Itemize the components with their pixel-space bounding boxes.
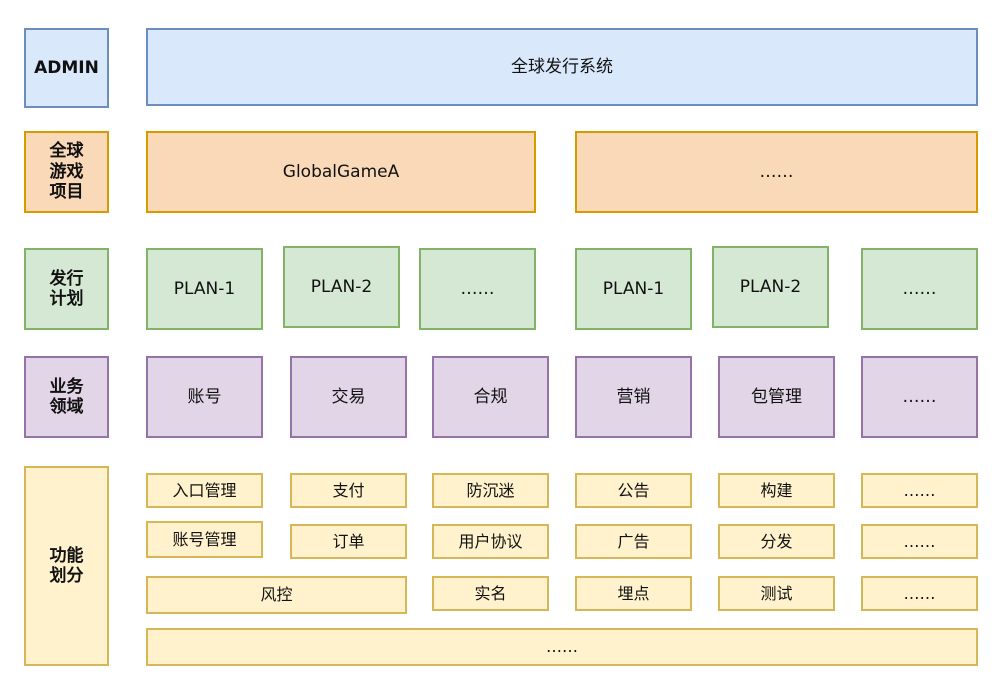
- function-box: 防沉迷: [432, 473, 549, 508]
- publishing-plans-layer-label: 发行 计划: [24, 248, 109, 330]
- plan-box: PLAN-2: [283, 246, 400, 328]
- function-box: ……: [861, 576, 978, 611]
- function-box: 订单: [290, 524, 407, 559]
- project-box-globalgamea: GlobalGameA: [146, 131, 536, 213]
- function-box-more-wide: ……: [146, 628, 978, 666]
- function-box: 分发: [718, 524, 835, 559]
- plan-box: PLAN-1: [146, 248, 263, 330]
- function-box: 用户协议: [432, 524, 549, 559]
- global-publishing-system-box: 全球发行系统: [146, 28, 978, 106]
- domain-box-trade: 交易: [290, 356, 407, 438]
- domain-box-package-management: 包管理: [718, 356, 835, 438]
- function-box: 公告: [575, 473, 692, 508]
- plan-box: ……: [861, 248, 978, 330]
- function-box: 实名: [432, 576, 549, 611]
- plan-box: PLAN-2: [712, 246, 829, 328]
- function-box: ……: [861, 524, 978, 559]
- function-division-layer-label: 功能 划分: [24, 466, 109, 666]
- plan-box: PLAN-1: [575, 248, 692, 330]
- domain-box-more: ……: [861, 356, 978, 438]
- admin-layer-label: ADMIN: [24, 28, 109, 108]
- project-box-more: ……: [575, 131, 978, 213]
- function-box: 测试: [718, 576, 835, 611]
- function-box: ……: [861, 473, 978, 508]
- function-box: 入口管理: [146, 473, 263, 508]
- domain-box-account: 账号: [146, 356, 263, 438]
- business-domains-layer-label: 业务 领域: [24, 356, 109, 438]
- domain-box-marketing: 营销: [575, 356, 692, 438]
- plan-box: ……: [419, 248, 536, 330]
- function-box: 广告: [575, 524, 692, 559]
- function-box: 构建: [718, 473, 835, 508]
- game-projects-layer-label: 全球 游戏 项目: [24, 131, 109, 213]
- function-box: 埋点: [575, 576, 692, 611]
- function-box-risk-control: 风控: [146, 576, 407, 614]
- domain-box-compliance: 合规: [432, 356, 549, 438]
- function-box: 支付: [290, 473, 407, 508]
- function-box: 账号管理: [146, 521, 263, 558]
